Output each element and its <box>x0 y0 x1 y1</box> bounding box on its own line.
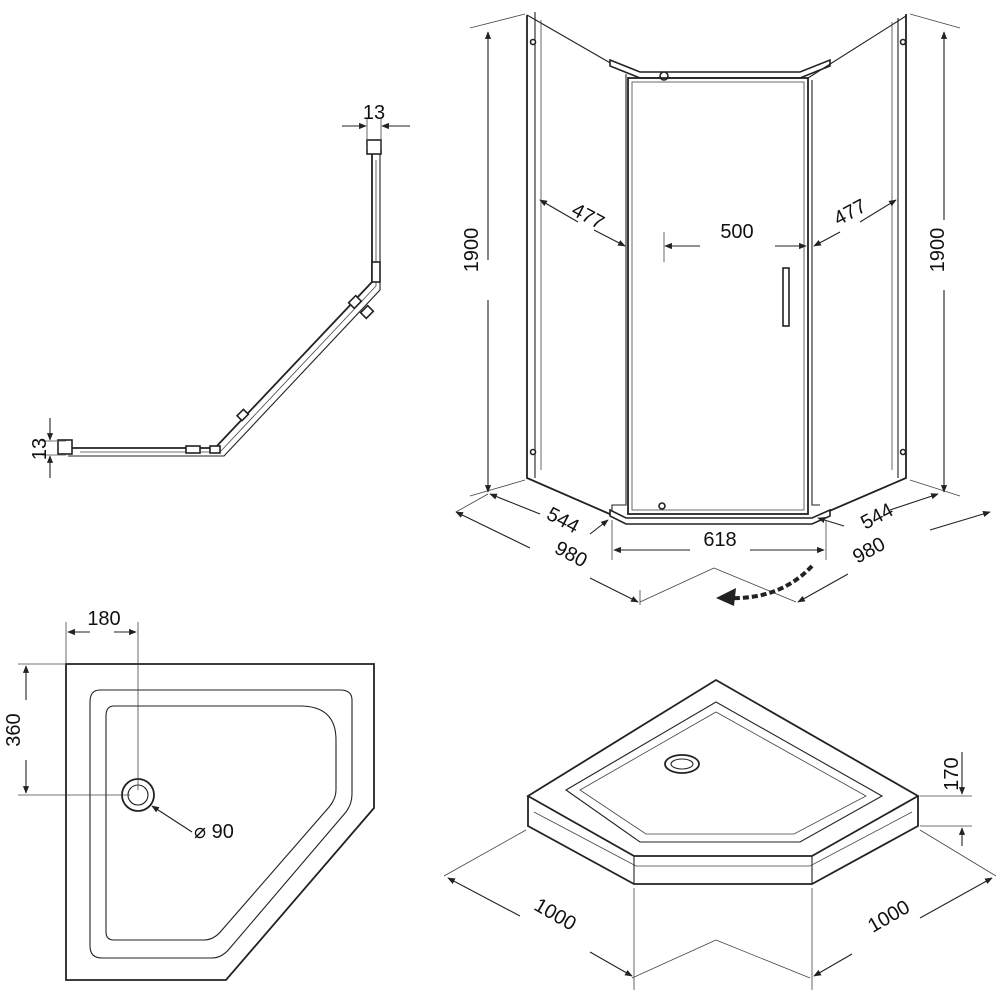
tray-plan-view <box>18 622 375 981</box>
enclosure-front-view <box>526 12 907 525</box>
depth-right-label: 980 <box>849 533 889 568</box>
top-view-profile <box>42 118 410 478</box>
height-right-label: 1900 <box>927 228 949 273</box>
door-width-label: 500 <box>720 221 753 243</box>
left-gap-label: 13 <box>29 438 51 460</box>
side-panel-left-label: 477 <box>568 199 608 234</box>
tray-iso-view <box>443 678 997 990</box>
drain-diameter-label: ⌀ 90 <box>194 821 234 843</box>
tray-side-right-label: 1000 <box>864 896 914 937</box>
front-width-label: 618 <box>703 529 736 551</box>
drain-offset-y-label: 360 <box>3 713 25 746</box>
base-left-label: 544 <box>543 503 583 538</box>
height-left-label: 1900 <box>461 228 483 273</box>
drain-offset-x-label: 180 <box>87 608 120 630</box>
top-gap-label: 13 <box>363 102 385 124</box>
base-right-label: 544 <box>857 499 897 534</box>
side-panel-right-label: 477 <box>830 195 870 230</box>
depth-left-label: 980 <box>551 537 591 572</box>
tray-height-label: 170 <box>941 757 963 790</box>
front-view-dimensions <box>455 13 991 606</box>
tray-side-left-label: 1000 <box>530 894 580 935</box>
